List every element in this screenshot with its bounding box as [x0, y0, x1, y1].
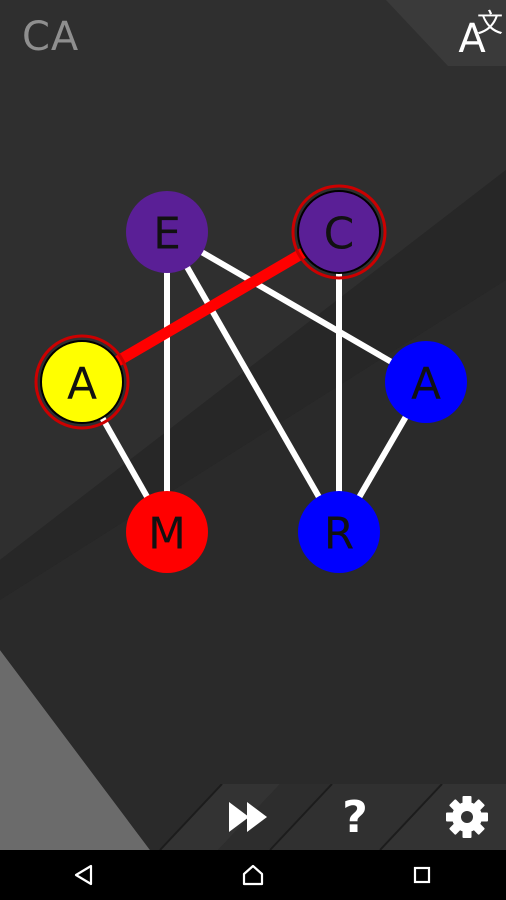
letter-node-e[interactable]: E: [126, 191, 208, 273]
selection-ring: [291, 184, 387, 280]
nodes-layer: E C A A M R: [34, 184, 467, 573]
node-letter: M: [148, 509, 186, 560]
node-circle: [126, 491, 208, 573]
word-graph-board: E C A A M R: [34, 184, 467, 573]
help-button[interactable]: ?: [320, 784, 390, 850]
translate-icon: A: [458, 16, 486, 62]
recents-square-icon: [413, 866, 430, 884]
node-letter: A: [67, 359, 97, 410]
letter-node-a1[interactable]: A: [34, 334, 130, 430]
node-circle: [126, 191, 208, 273]
node-letter: E: [153, 209, 181, 260]
edge-a1-c-selected: [79, 227, 342, 387]
home-icon: [242, 864, 264, 886]
edges-layer: [79, 227, 429, 534]
fast-forward-icon: [229, 802, 267, 832]
system-navigation-bar: [0, 850, 506, 900]
skip-button[interactable]: [214, 784, 284, 850]
back-button[interactable]: [54, 850, 114, 900]
letter-node-a2[interactable]: A: [385, 341, 467, 423]
node-letter: C: [324, 209, 355, 260]
node-circle: [385, 341, 467, 423]
letter-node-m[interactable]: M: [126, 491, 208, 573]
node-circle: [40, 340, 124, 424]
node-circle: [297, 190, 381, 274]
letter-node-c[interactable]: C: [291, 184, 387, 280]
translate-button[interactable]: A 文: [386, 0, 506, 66]
home-button[interactable]: [223, 850, 283, 900]
translate-cjk-glyph: 文: [477, 9, 503, 39]
letter-node-r[interactable]: R: [298, 491, 380, 573]
selection-ring: [34, 334, 130, 430]
gear-icon: [446, 796, 488, 838]
help-label: ?: [342, 791, 368, 843]
bottom-toolbar: ?: [0, 784, 506, 850]
settings-button[interactable]: [432, 784, 502, 850]
edge-e-r: [164, 230, 342, 534]
current-word: CA: [22, 14, 80, 60]
recents-button[interactable]: [392, 850, 452, 900]
edge-e-a2: [165, 229, 428, 385]
node-letter: R: [324, 509, 355, 560]
node-letter: A: [411, 359, 441, 410]
node-circle: [298, 491, 380, 573]
back-triangle-icon: [75, 864, 93, 886]
